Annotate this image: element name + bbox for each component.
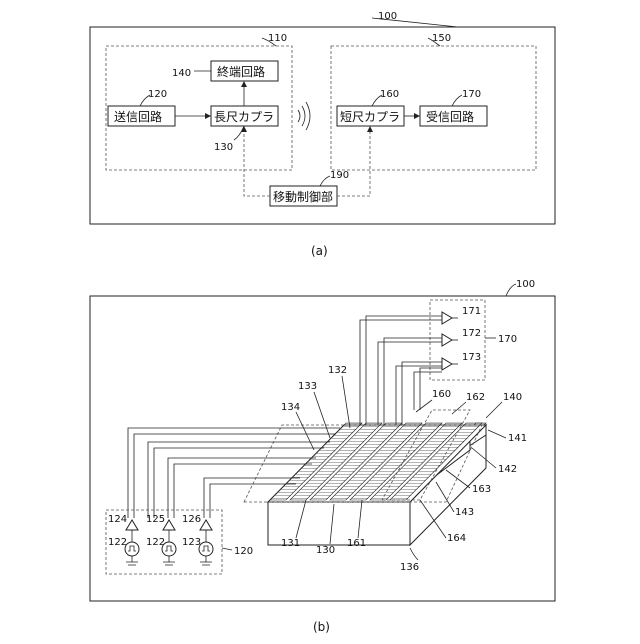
ref-120a: 120 <box>148 89 167 100</box>
ctrl-line-left <box>244 131 270 196</box>
ref-173: 173 <box>462 352 481 363</box>
long-coupler-label: 長尺カプラ <box>214 110 274 124</box>
termination-label: 終端回路 <box>217 64 265 79</box>
ref-100b-text: 100 <box>516 279 535 290</box>
leader-120b <box>222 548 232 550</box>
ref-136: 136 <box>400 562 419 573</box>
arrowhead-ctrl-right <box>367 126 373 132</box>
ref-140b: 140 <box>503 392 522 403</box>
leader-190 <box>320 176 330 186</box>
ref-126: 126 <box>182 514 201 525</box>
leader-132 <box>342 376 350 428</box>
ref-140a: 140 <box>172 68 191 79</box>
rx-amp-171 <box>442 312 458 324</box>
signal-source-3 <box>199 542 213 556</box>
rx-amp-173 <box>442 358 458 370</box>
leader-160b <box>416 400 432 412</box>
ref-150: 150 <box>432 33 451 44</box>
ref-162: 162 <box>466 392 485 403</box>
ref-143: 143 <box>455 507 474 518</box>
ref-170a: 170 <box>462 89 481 100</box>
ref-134: 134 <box>281 402 300 413</box>
ref-171: 171 <box>462 306 481 317</box>
ref-142: 142 <box>498 464 517 475</box>
move-control-label: 移動制御部 <box>273 189 333 204</box>
short-coupler-label: 短尺カプラ <box>340 110 400 124</box>
ref-130b: 130 <box>316 545 335 556</box>
receiver-label: 受信回路 <box>426 109 474 124</box>
ref-124: 124 <box>108 514 127 525</box>
leader-130a <box>234 126 244 140</box>
ref-161: 161 <box>347 538 366 549</box>
tx-amp-126 <box>200 520 212 530</box>
leader-170a <box>452 95 462 106</box>
ref-160a: 160 <box>380 89 399 100</box>
leader-100b <box>506 284 516 296</box>
ref-132: 132 <box>328 365 347 376</box>
ref-131: 131 <box>281 538 300 549</box>
caption-b: (b) <box>313 620 330 634</box>
ref-123: 123 <box>182 537 201 548</box>
ref-110: 110 <box>268 33 287 44</box>
ref-141: 141 <box>508 433 527 444</box>
ref-100a: 100 <box>378 11 397 22</box>
figure-b: 170 100 171 172 173 170 <box>90 279 555 634</box>
ref-164: 164 <box>447 533 466 544</box>
ref-163: 163 <box>472 484 491 495</box>
ref-130a: 130 <box>214 142 233 153</box>
rx-amp-172 <box>442 334 458 346</box>
caption-a: (a) <box>311 244 328 258</box>
ref-172: 172 <box>462 328 481 339</box>
figure-a: 100 110 150 終端回路 140 送信回路 120 長尺カプラ 130 <box>90 11 555 258</box>
arrowhead-tx-to-coupler <box>205 113 211 119</box>
signal-source-1 <box>125 542 139 556</box>
ref-122-a: 122 <box>108 537 127 548</box>
arrowhead-short-to-rx <box>414 113 420 119</box>
ref-160b: 160 <box>432 389 451 400</box>
ref-120b: 120 <box>234 546 253 557</box>
tx-amp-124 <box>126 520 138 530</box>
wireless-icon <box>298 102 310 130</box>
ref-190: 190 <box>330 170 349 181</box>
arrowhead-ctrl-left <box>241 126 247 132</box>
ctrl-line-right <box>337 131 370 196</box>
leader-141 <box>488 430 506 438</box>
arrowhead-coupler-to-term <box>241 81 247 87</box>
leader-162 <box>452 402 466 414</box>
ref-133: 133 <box>298 381 317 392</box>
leader-140b <box>486 402 502 418</box>
ref-170b: 170 <box>498 334 517 345</box>
ref-125: 125 <box>146 514 165 525</box>
leader-136 <box>410 548 418 560</box>
leader-133 <box>314 392 330 438</box>
leader-134 <box>296 412 314 450</box>
ref-122-b: 122 <box>146 537 165 548</box>
transmitter-label: 送信回路 <box>114 109 162 124</box>
